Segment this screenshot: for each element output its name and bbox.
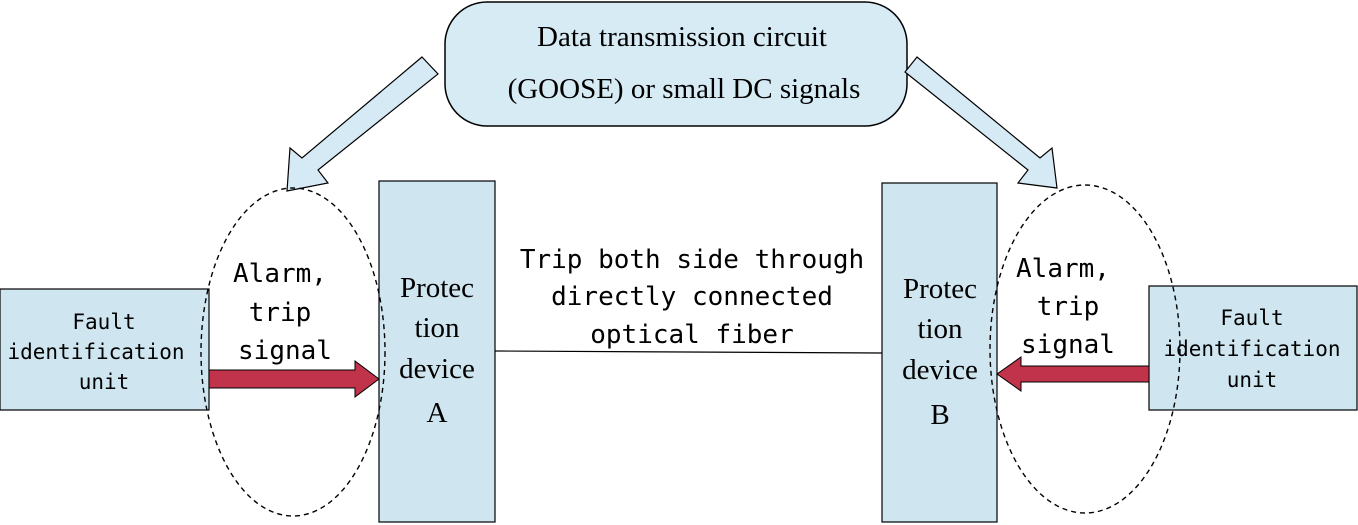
right-dashed-ellipse xyxy=(989,184,1181,514)
optical-fiber-line xyxy=(494,350,883,354)
protection-device-a-box xyxy=(378,180,496,523)
left-fault-unit: Fault identification unit xyxy=(0,288,210,411)
left-fault-unit-line1: Fault xyxy=(72,310,135,334)
left-fault-unit-line2: identification xyxy=(7,340,184,364)
protection-device-a-line2: tion xyxy=(414,312,460,344)
data-transmission-box: Data transmission circuit (GOOSE) or sma… xyxy=(444,1,908,127)
left-fault-unit-box xyxy=(0,288,210,411)
data-transmission-line2: (GOOSE) or small DC signals xyxy=(508,73,861,105)
right-trip-arrow xyxy=(996,356,1150,392)
right-fault-unit-line1: Fault xyxy=(1220,306,1283,330)
protection-device-b: Protec tion device B xyxy=(881,182,998,523)
fiber-label: Trip both side through directly connecte… xyxy=(520,245,864,350)
right-fault-unit: Fault identification unit xyxy=(1148,285,1358,411)
data-transmission-box-shape xyxy=(444,1,908,127)
protection-device-b-line2: tion xyxy=(917,313,963,345)
left-signal-line3: signal xyxy=(238,336,332,366)
left-fault-unit-line3: unit xyxy=(79,370,130,394)
right-signal-line2: trip xyxy=(1037,292,1100,322)
left-dashed-ellipse xyxy=(200,187,386,517)
fiber-label-line3: optical fiber xyxy=(590,320,794,350)
protection-device-a-line3: device xyxy=(399,353,475,385)
left-trip-arrow xyxy=(208,360,380,398)
right-signal-line3: signal xyxy=(1021,330,1115,360)
left-signal-label: Alarm, trip signal xyxy=(233,259,332,366)
protection-device-b-line3: device xyxy=(902,354,978,386)
left-signal-line1: Alarm, xyxy=(233,259,327,289)
fiber-label-line1: Trip both side through xyxy=(520,245,864,275)
right-fault-unit-line2: identification xyxy=(1163,337,1340,361)
protection-device-b-line1: Protec xyxy=(903,273,977,305)
protection-device-a-line4: A xyxy=(427,397,448,429)
right-signal-label: Alarm, trip signal xyxy=(1016,254,1115,360)
right-signal-line1: Alarm, xyxy=(1016,254,1110,284)
protection-device-a: Protec tion device A xyxy=(378,180,496,523)
protection-device-a-line1: Protec xyxy=(400,272,474,304)
left-signal-line2: trip xyxy=(249,298,312,328)
protection-device-b-line4: B xyxy=(930,399,949,431)
data-transmission-line1: Data transmission circuit xyxy=(537,21,827,53)
fiber-label-line2: directly connected xyxy=(551,282,833,312)
left-hollow-arrow xyxy=(286,56,439,192)
right-fault-unit-box xyxy=(1148,285,1358,411)
right-fault-unit-line3: unit xyxy=(1227,368,1278,392)
protection-device-b-box xyxy=(881,182,998,523)
right-hollow-arrow xyxy=(904,56,1058,189)
